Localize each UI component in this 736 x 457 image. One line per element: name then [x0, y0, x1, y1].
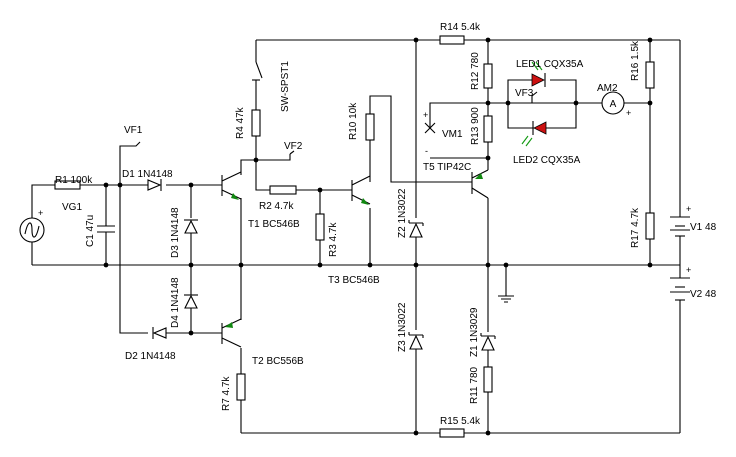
ground-symbol — [498, 295, 514, 303]
t1-transistor[interactable] — [221, 171, 242, 200]
t5-transistor[interactable] — [471, 169, 489, 199]
label-t2: T2 BC556B — [252, 356, 304, 367]
label-z2: Z2 1N3022 — [397, 188, 408, 238]
t3-transistor[interactable] — [351, 175, 371, 205]
junctions — [103, 37, 653, 436]
label-r10: R10 10k — [348, 102, 359, 140]
label-r1: R1 100k — [55, 175, 93, 186]
label-d1: D1 1N4148 — [122, 169, 173, 180]
v2-battery[interactable]: + — [670, 265, 691, 301]
label-vf3: VF3 — [515, 88, 534, 99]
r1-resistor[interactable] — [54, 180, 81, 190]
sw-spst1-switch[interactable] — [252, 61, 263, 81]
svg-text:+: + — [626, 108, 631, 118]
z2-zener[interactable] — [408, 220, 424, 238]
label-sw: SW-SPST1 — [280, 61, 291, 112]
label-vf1: VF1 — [124, 125, 143, 136]
label-t5: T5 TIP42C — [423, 162, 471, 173]
label-r14: R14 5.4k — [440, 22, 481, 33]
vf1-probe[interactable] — [119, 141, 141, 185]
c1-capacitor[interactable] — [97, 225, 115, 233]
t2-transistor[interactable] — [221, 318, 242, 348]
label-vg1: VG1 — [62, 202, 82, 213]
led1-led[interactable] — [531, 61, 546, 87]
label-led1: LED1 CQX35A — [516, 59, 584, 70]
r2-resistor[interactable] — [269, 185, 297, 195]
v1-battery[interactable]: + — [670, 204, 691, 237]
z1-zener[interactable] — [480, 333, 496, 351]
z3-zener[interactable] — [408, 332, 424, 350]
label-am2: AM2 — [597, 83, 618, 94]
svg-text:+: + — [686, 265, 691, 275]
d1-diode[interactable] — [147, 179, 162, 191]
wires — [31, 39, 681, 434]
svg-text:+: + — [38, 208, 43, 218]
label-d4: D4 1N4148 — [170, 277, 181, 328]
r11-resistor[interactable] — [483, 366, 493, 393]
label-r12: R12 780 — [470, 52, 481, 90]
vm1-voltmeter[interactable]: + - — [423, 110, 436, 156]
svg-text:+: + — [686, 204, 691, 214]
label-r16: R16 1.5k — [630, 40, 641, 81]
labels: R1 100k VG1 C1 47u D1 1N4148 D2 1N4148 D… — [55, 22, 717, 427]
svg-text:+: + — [423, 110, 428, 120]
r4-resistor[interactable] — [251, 109, 261, 137]
label-r13: R13 900 — [470, 107, 481, 145]
label-r2: R2 4.7k — [259, 201, 294, 212]
label-d2: D2 1N4148 — [125, 351, 176, 362]
label-r15: R15 5.4k — [440, 416, 481, 427]
label-r17: R17 4.7k — [630, 207, 641, 248]
r15-resistor[interactable] — [439, 428, 465, 438]
label-v2: V2 48 — [690, 289, 717, 300]
label-r7: R7 4.7k — [221, 376, 232, 411]
r13-resistor[interactable] — [483, 115, 493, 143]
am2-ammeter[interactable]: A + — [601, 91, 631, 118]
label-t3: T3 BC546B — [328, 275, 380, 286]
r3-resistor[interactable] — [315, 213, 325, 241]
label-vm1: VM1 — [442, 129, 463, 140]
label-t1: T1 BC546B — [248, 219, 300, 230]
label-d3: D3 1N4148 — [170, 207, 181, 258]
d3-diode[interactable] — [184, 219, 198, 234]
r7-resistor[interactable] — [236, 373, 246, 401]
label-led2: LED2 CQX35A — [513, 155, 581, 166]
svg-text:A: A — [610, 99, 617, 110]
label-z1: Z1 1N3029 — [469, 307, 480, 357]
vf2-probe-tip — [289, 150, 295, 155]
label-z3: Z3 1N3022 — [397, 302, 408, 352]
svg-text:-: - — [425, 146, 428, 156]
resistors — [54, 35, 655, 438]
r10-resistor[interactable] — [365, 113, 375, 141]
label-c1: C1 47u — [85, 215, 96, 247]
label-r11: R11 780 — [469, 366, 480, 404]
vf3-probe[interactable] — [531, 91, 538, 103]
r14-resistor[interactable] — [439, 35, 465, 45]
led2-led[interactable] — [521, 121, 547, 147]
d2-diode[interactable] — [152, 327, 167, 339]
vg1-source[interactable]: + — [19, 208, 45, 243]
label-vf2: VF2 — [284, 141, 303, 152]
r16-resistor[interactable] — [645, 61, 655, 89]
d4-diode[interactable] — [184, 294, 198, 309]
r12-resistor[interactable] — [483, 63, 493, 89]
label-r3: R3 4.7k — [328, 222, 339, 257]
label-v1: V1 48 — [690, 222, 717, 233]
r17-resistor[interactable] — [645, 212, 655, 240]
label-r4: R4 47k — [235, 106, 246, 139]
